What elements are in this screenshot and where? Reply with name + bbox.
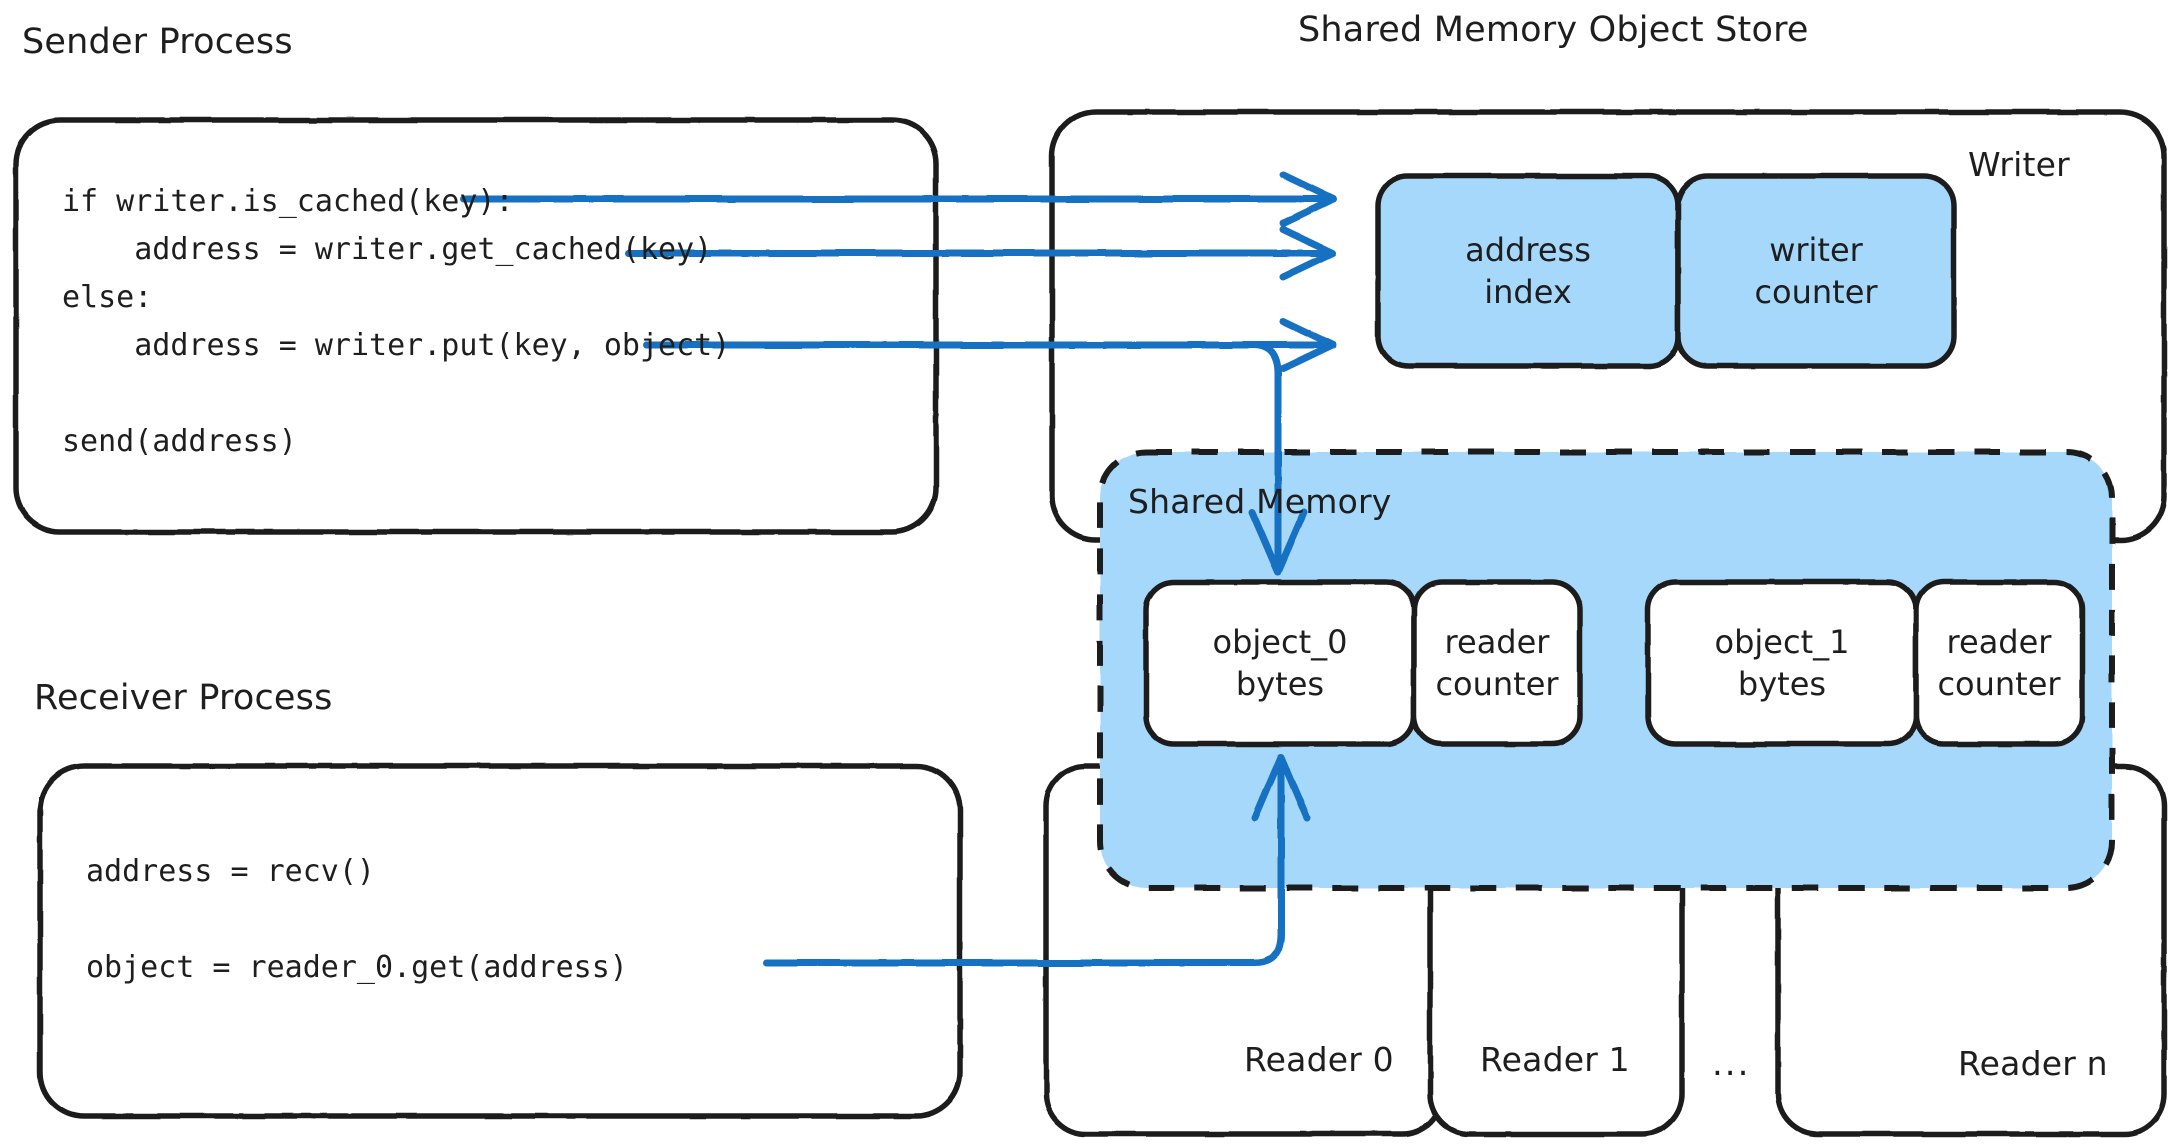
writer-tag: Writer: [1968, 145, 2070, 184]
sender-process-title: Sender Process: [22, 22, 293, 62]
reader-tag-0: Reader 0: [1244, 1040, 1394, 1079]
writer-cell-address-index: [1375, 173, 1681, 369]
arrow-put-to-index-head: [1279, 317, 1337, 373]
shm-object-1-bytes: [1645, 579, 1919, 747]
arrow-is-cached-head: [1279, 171, 1337, 227]
shm-reader-counter-0: [1411, 579, 1583, 747]
arrow-put-to-object: [1249, 341, 1282, 570]
receiver-code-line-2: object = reader_0.get(address): [86, 950, 628, 985]
store-title: Shared Memory Object Store: [1298, 10, 1809, 50]
shared-memory-region: [1097, 449, 2115, 891]
shared-memory-tag: Shared Memory: [1128, 482, 1392, 521]
receiver-code-line-1: address = recv(): [86, 854, 375, 889]
arrow-reader-get-head: [1251, 753, 1311, 822]
shm-reader-counter-1: [1913, 579, 2085, 747]
receiver-process-title: Receiver Process: [34, 678, 333, 718]
sender-process-box: [13, 117, 939, 535]
writer-cell-writer-counter: [1675, 173, 1957, 369]
readers-ellipsis: ...: [1712, 1044, 1751, 1084]
sender-code: if writer.is_cached(key): address = writ…: [62, 184, 731, 459]
arrow-reader-get: [762, 758, 1285, 967]
reader-tag-1: Reader 1: [1480, 1040, 1630, 1079]
arrow-put-to-object-head: [1248, 508, 1308, 576]
reader-tag-n: Reader n: [1958, 1044, 2108, 1083]
arrow-get-cached-head: [1279, 225, 1337, 281]
receiver-process-box: [37, 763, 963, 1119]
shm-object-0-bytes: [1143, 579, 1417, 747]
